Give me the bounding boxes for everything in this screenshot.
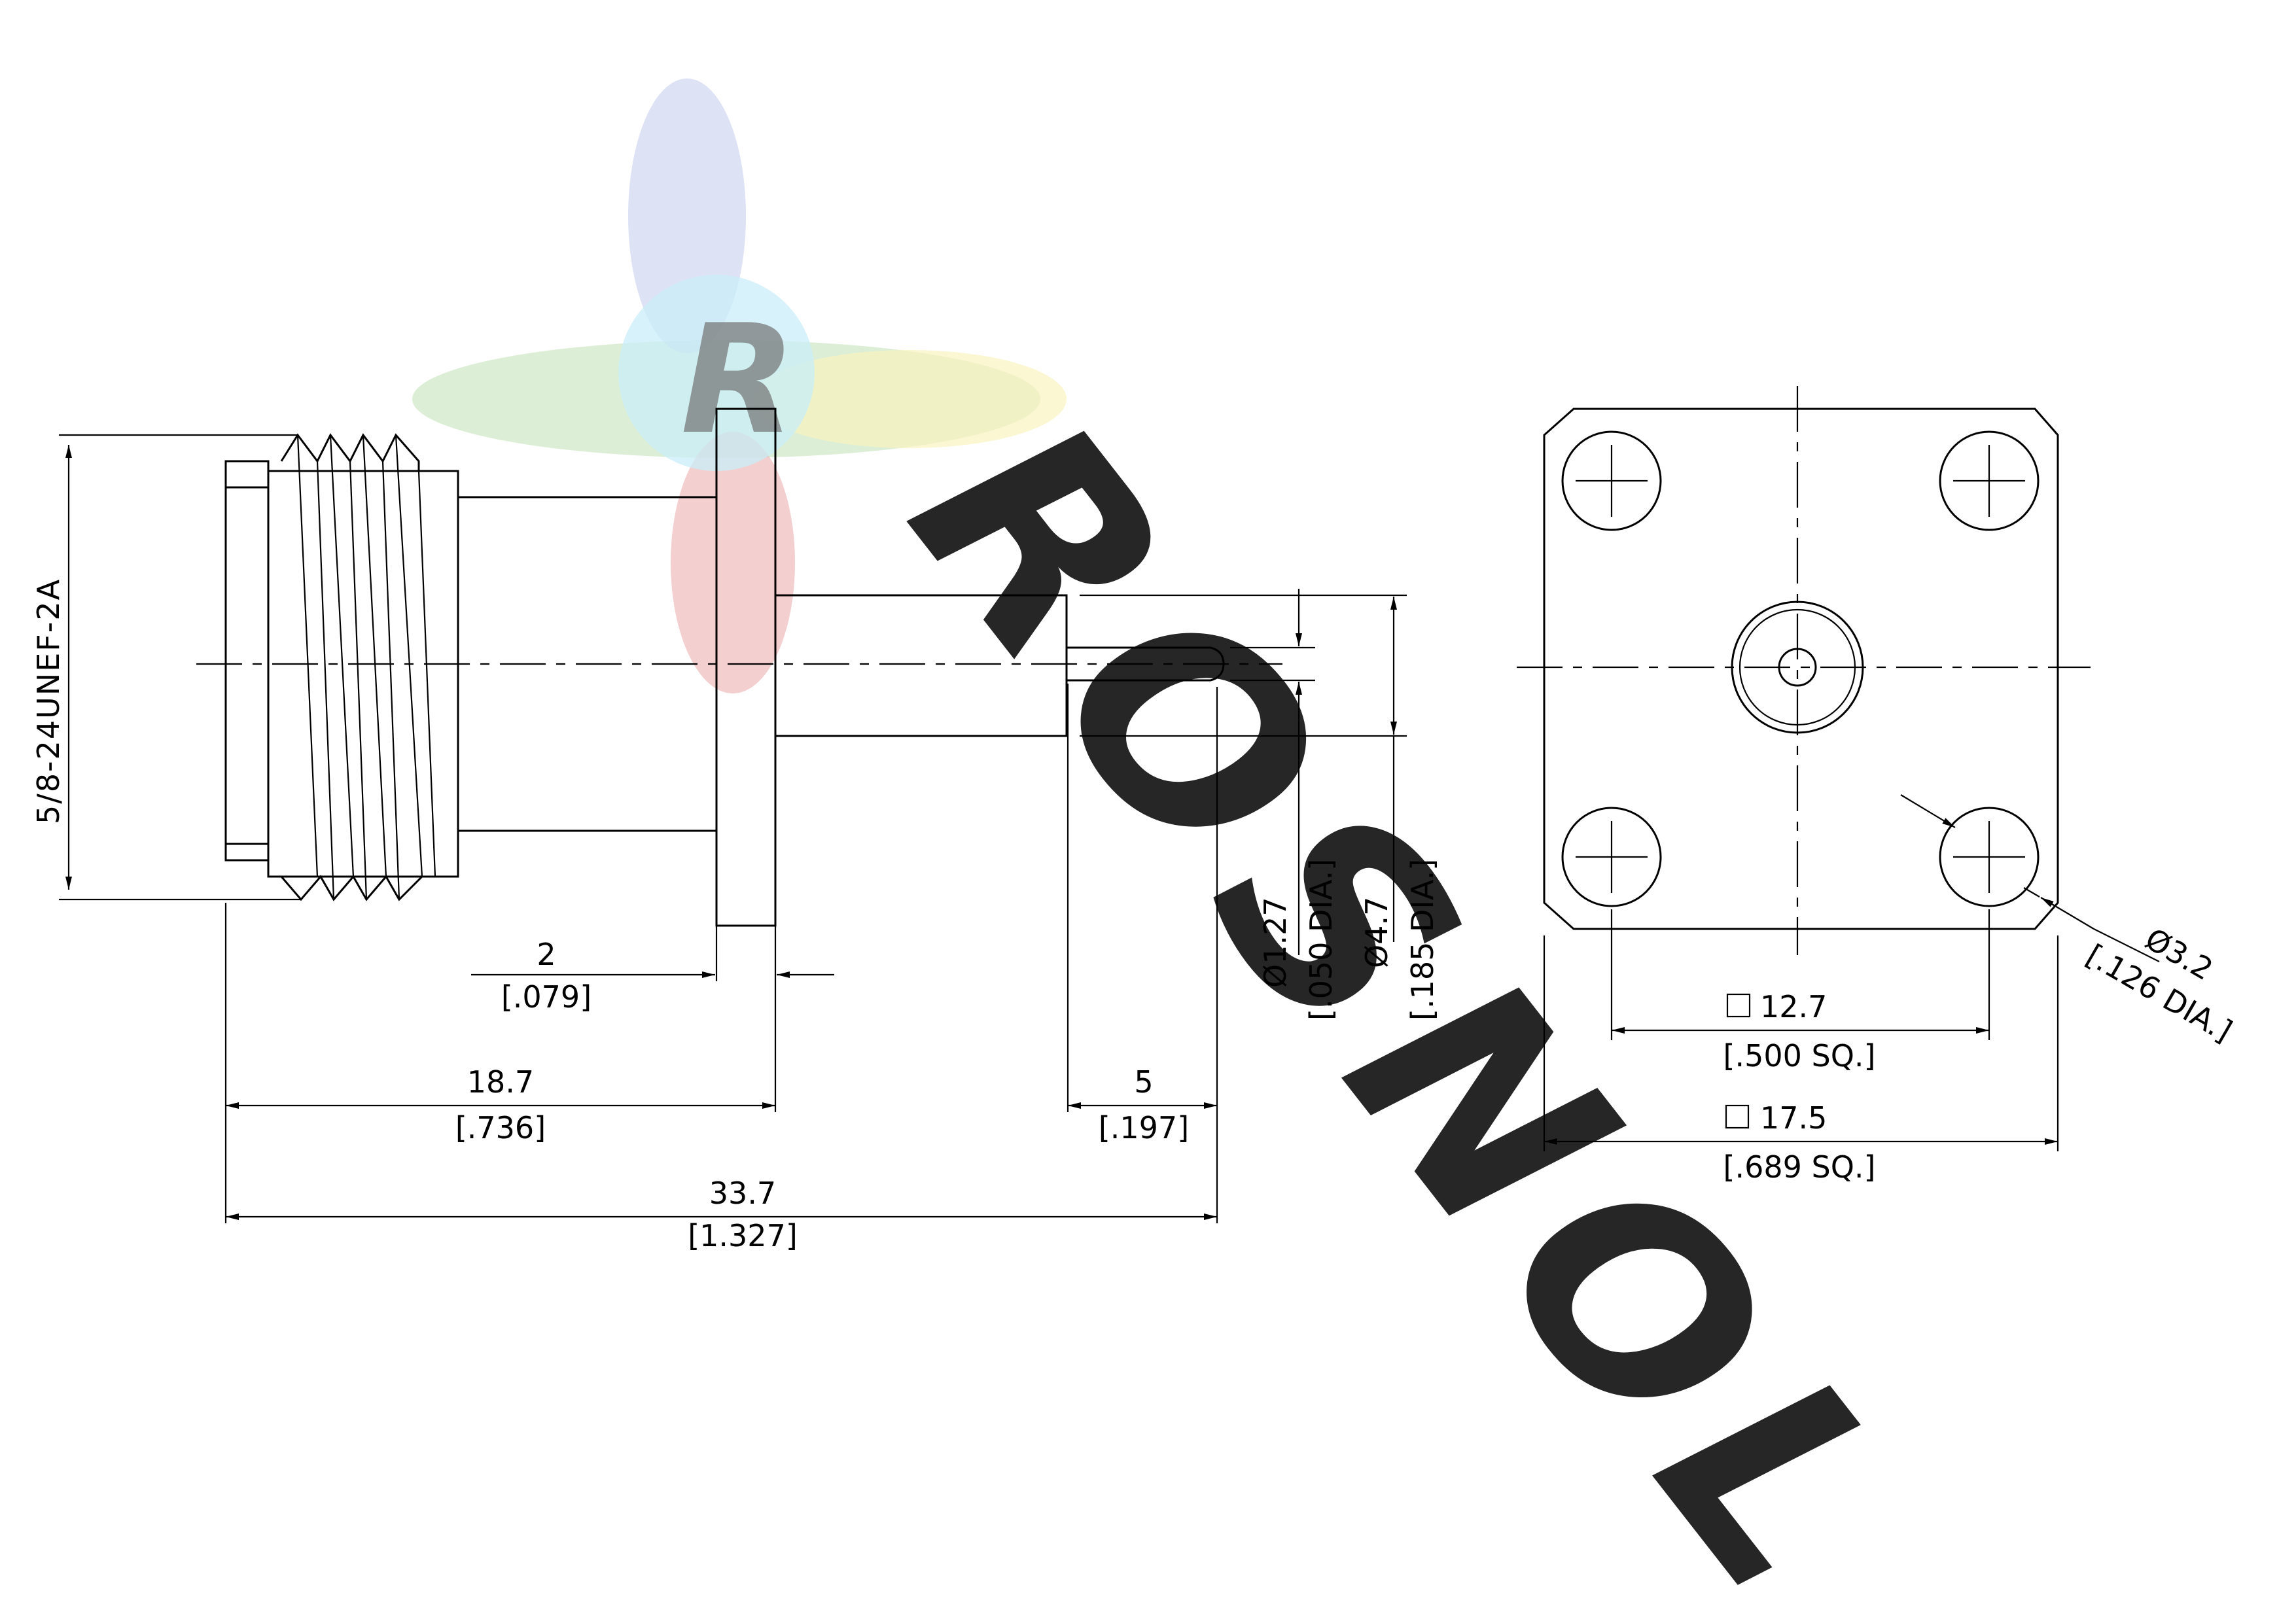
mounting-hole-bottom-left: [1561, 807, 1662, 907]
flange-size-inch: [.689 SQ.]: [1723, 1149, 1876, 1185]
hole-spacing-mm: 12.7: [1760, 989, 1827, 1024]
pin-diameter-dimension: Ø1.27 [.050 DIA.]: [1230, 589, 1339, 1021]
thread-dimension: 5/8-24UNEF-2A: [31, 434, 301, 901]
insulator-tube: [775, 594, 1068, 737]
insulator-diameter-inch: [.185 DIA.]: [1405, 859, 1440, 1021]
pin-length-mm: 5: [1134, 1064, 1153, 1100]
flange-thickness-dimension: 2 [.079]: [471, 926, 834, 1015]
body-length-inch: [.736]: [455, 1110, 546, 1145]
front-view: [1517, 386, 2091, 955]
square-symbol-icon: [1726, 993, 1751, 1018]
threaded-body: [224, 433, 716, 901]
mounting-hole-top-left: [1561, 430, 1662, 531]
body-length-mm: 18.7: [467, 1064, 534, 1100]
overall-length-inch: [1.327]: [688, 1218, 798, 1253]
pin-diameter-mm: Ø1.27: [1258, 897, 1293, 988]
hole-spacing-dimension: 12.7 [.500 SQ.]: [1610, 909, 1990, 1073]
insulator-diameter-dimension: Ø4.7 [.185 DIA.]: [1080, 594, 1440, 1021]
thread-spec-label: 5/8-24UNEF-2A: [31, 578, 66, 824]
mounting-hole-top-right: [1939, 430, 2040, 531]
body-length-dimension: 18.7 [.736]: [224, 903, 777, 1223]
hole-spacing-inch: [.500 SQ.]: [1723, 1038, 1876, 1073]
square-symbol-icon: [1725, 1104, 1750, 1129]
flange-thickness-mm: 2: [537, 937, 556, 972]
watermark-orbit-green: [412, 340, 1040, 458]
center-connector: [1731, 601, 1864, 734]
watermark-globe: [618, 275, 815, 471]
flange-plate: [715, 408, 777, 927]
center-pin: [1067, 646, 1225, 682]
side-view: [196, 408, 1282, 927]
flange-size-dimension: 17.5 [.689 SQ.]: [1543, 935, 2059, 1185]
square-flange-outline: [1543, 408, 2059, 930]
pin-diameter-inch: [.050 DIA.]: [1303, 859, 1339, 1021]
watermark-petal-blue: [628, 79, 746, 353]
pin-length-dimension: 5 [.197]: [1067, 684, 1218, 1223]
hole-diameter-dimension: Ø3.2 [.126 DIA.]: [1900, 794, 2238, 1049]
mounting-hole-bottom-right: [1939, 807, 2040, 907]
pin-length-inch: [.197]: [1099, 1110, 1189, 1145]
watermark-orbit-yellow: [752, 350, 1067, 448]
watermark-r-letter: R: [680, 293, 796, 468]
overall-length-mm: 33.7: [709, 1176, 776, 1211]
insulator-diameter-mm: Ø4.7: [1359, 897, 1394, 968]
flange-thickness-inch: [.079]: [501, 979, 592, 1015]
overall-length-dimension: 33.7 [1.327]: [226, 1176, 1217, 1253]
flange-size-mm: 17.5: [1760, 1100, 1827, 1136]
